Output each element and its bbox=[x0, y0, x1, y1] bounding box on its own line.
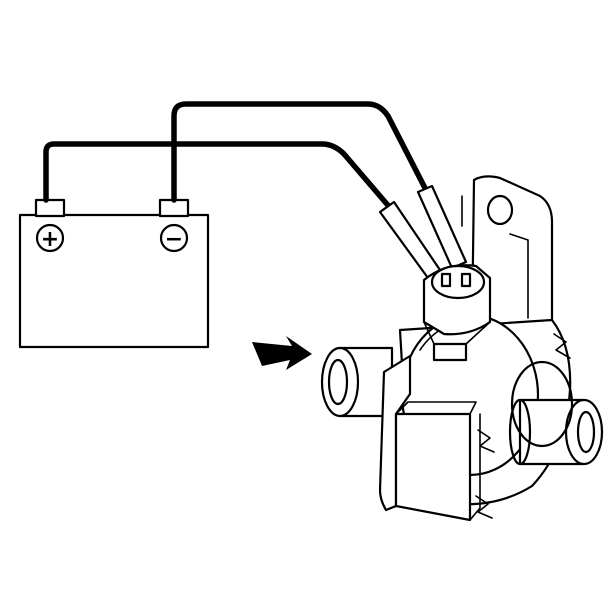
negative-symbol: − bbox=[165, 227, 183, 252]
clip-tab-center bbox=[477, 429, 495, 453]
positive-wire bbox=[43, 141, 395, 213]
connector-pin-2 bbox=[460, 272, 472, 288]
bracket-hole bbox=[486, 194, 514, 226]
outlet-pipe-opening bbox=[564, 398, 604, 466]
negative-marker bbox=[159, 223, 189, 253]
solenoid-coil-front bbox=[394, 412, 472, 522]
mounting-bracket bbox=[470, 175, 554, 332]
probe-lead-negative bbox=[416, 184, 468, 270]
clip-tab-bottom bbox=[475, 495, 493, 519]
clip-tab-right bbox=[553, 333, 571, 359]
positive-symbol: + bbox=[41, 227, 59, 252]
connector-neck bbox=[432, 342, 468, 362]
connector-face bbox=[430, 264, 486, 300]
positive-marker bbox=[35, 223, 65, 253]
connector-pin-1 bbox=[440, 272, 452, 288]
flow-direction-arrow-icon bbox=[252, 336, 312, 370]
inlet-pipe-opening bbox=[320, 346, 360, 418]
battery-body bbox=[18, 213, 210, 349]
battery-icon: + − bbox=[18, 198, 210, 349]
solenoid-valve-icon bbox=[320, 175, 604, 522]
negative-wire bbox=[171, 101, 429, 203]
positive-terminal bbox=[34, 198, 66, 218]
